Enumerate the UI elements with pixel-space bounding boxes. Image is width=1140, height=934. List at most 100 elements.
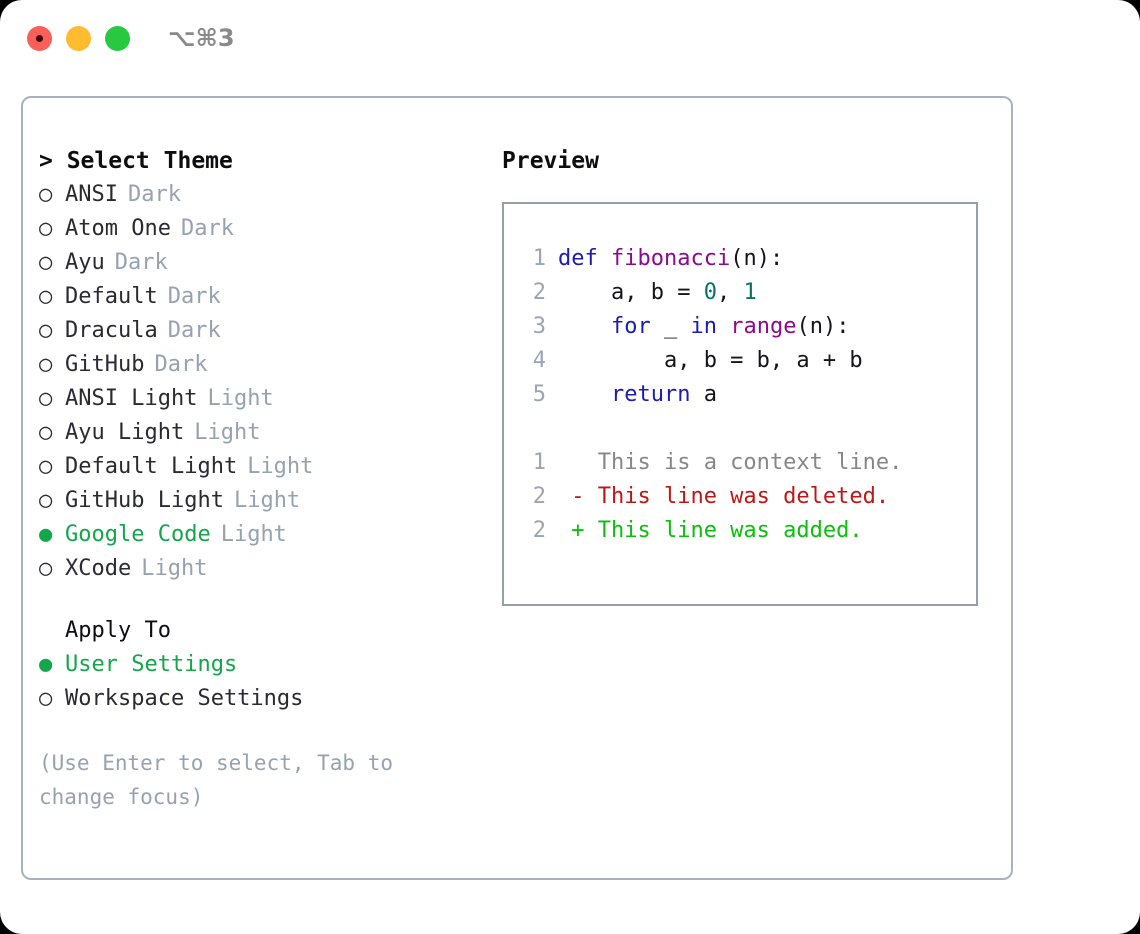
radio-unselected-icon: ○ [39, 386, 53, 411]
apply-to-option-label: User Settings [65, 652, 238, 677]
code-token-num: 0 [703, 280, 717, 305]
code-token-plain [558, 314, 611, 339]
theme-option-label: ANSI Light [65, 386, 198, 411]
diff-line-add: 2 + This line was added. [518, 514, 968, 548]
theme-option-tag: Light [141, 556, 208, 581]
theme-option-label: Ayu [65, 250, 105, 275]
line-number: 5 [532, 382, 546, 407]
window-title: ⌥⌘3 [168, 24, 235, 52]
line-number: 2 [532, 518, 546, 543]
minimize-window-button[interactable] [66, 26, 91, 51]
code-token-plain: _ [650, 314, 691, 339]
apply-to-option-label: Workspace Settings [65, 686, 304, 711]
theme-option-label: ANSI [65, 182, 118, 207]
code-token-kw: return [610, 382, 691, 407]
theme-option-tag: Light [233, 488, 301, 513]
code-token-plain: (n): [730, 246, 784, 271]
code-token-kw: for [610, 314, 651, 339]
theme-option-label: Dracula [65, 318, 158, 343]
code-line-text: return a [558, 378, 717, 412]
apply-to-option-user-settings[interactable]: ● User Settings [39, 648, 469, 682]
code-token-num: 1 [743, 280, 757, 305]
diff-line-text: + This line was added. [558, 518, 863, 543]
code-token-plain: a, b = [558, 280, 704, 305]
radio-unselected-icon: ○ [39, 250, 53, 275]
theme-option-label: XCode [65, 556, 132, 581]
theme-option-tag: Light [194, 420, 261, 445]
diff-line-del: 2 - This line was deleted. [518, 480, 968, 514]
theme-option-label: Ayu Light [65, 420, 185, 445]
theme-option-atom-one[interactable]: ○ Atom One Dark [39, 212, 469, 246]
code-token-fn: fibonacci [610, 246, 731, 271]
code-line: 2 a, b = 0, 1 [518, 276, 968, 310]
preview-heading: Preview [502, 148, 599, 174]
theme-option-google-code[interactable]: ● Google Code Light [39, 518, 469, 552]
radio-unselected-icon: ○ [39, 216, 53, 241]
line-number: 1 [532, 246, 546, 271]
code-token-plain [717, 314, 730, 339]
section-spacer [39, 586, 469, 614]
theme-option-tag: Dark [167, 318, 221, 343]
theme-option-label: GitHub [65, 352, 145, 377]
close-window-button[interactable] [27, 26, 52, 51]
apply-to-list: ● User Settings ○ Workspace Settings [39, 648, 469, 716]
line-number: 4 [532, 348, 546, 373]
code-line-text: for _ in range(n): [558, 310, 849, 344]
maximize-window-button[interactable] [105, 26, 130, 51]
line-number: 2 [532, 280, 546, 305]
theme-option-tag: Dark [127, 182, 181, 207]
code-token-plain: a [690, 382, 717, 407]
code-line: 3 for _ in range(n): [518, 310, 968, 344]
radio-unselected-icon: ○ [39, 182, 53, 207]
radio-selected-icon: ● [39, 522, 53, 547]
code-token-kw: def [558, 246, 611, 271]
code-line-text: a, b = b, a + b [558, 344, 863, 378]
line-number: 1 [532, 450, 546, 475]
theme-option-label: Atom One [65, 216, 171, 241]
traffic-light-group [27, 26, 130, 51]
code-token-kw: in [690, 314, 717, 339]
apply-to-option-workspace-settings[interactable]: ○ Workspace Settings [39, 682, 469, 716]
theme-option-ayu[interactable]: ○ Ayu Dark [39, 246, 469, 280]
code-token-plain [558, 382, 611, 407]
theme-option-default-light[interactable]: ○ Default Light Light [39, 450, 469, 484]
theme-option-tag: Dark [180, 216, 234, 241]
theme-option-ansi[interactable]: ○ ANSI Dark [39, 178, 469, 212]
theme-option-label: Google Code [65, 522, 211, 547]
theme-option-tag: Light [247, 454, 314, 479]
diff-line-text: This is a context line. [558, 450, 903, 475]
radio-unselected-icon: ○ [39, 686, 53, 711]
code-line: 1 def fibonacci(n): [518, 242, 968, 276]
radio-unselected-icon: ○ [39, 284, 53, 309]
theme-option-tag: Light [220, 522, 287, 547]
theme-option-tag: Dark [167, 284, 221, 309]
diff-line-text: - This line was deleted. [558, 484, 890, 509]
radio-unselected-icon: ○ [39, 454, 53, 479]
theme-option-tag: Dark [154, 352, 208, 377]
code-line: 5 return a [518, 378, 968, 412]
code-diff-separator [518, 412, 968, 446]
theme-option-label: Default Light [65, 454, 238, 479]
diff-line-ctx: 1 This is a context line. [518, 446, 968, 480]
theme-option-tag: Dark [114, 250, 168, 275]
theme-option-label: GitHub Light [65, 488, 224, 513]
line-number: 3 [532, 314, 546, 339]
code-token-plain: a, b = b, a + b [558, 348, 863, 373]
radio-selected-icon: ● [39, 652, 53, 677]
